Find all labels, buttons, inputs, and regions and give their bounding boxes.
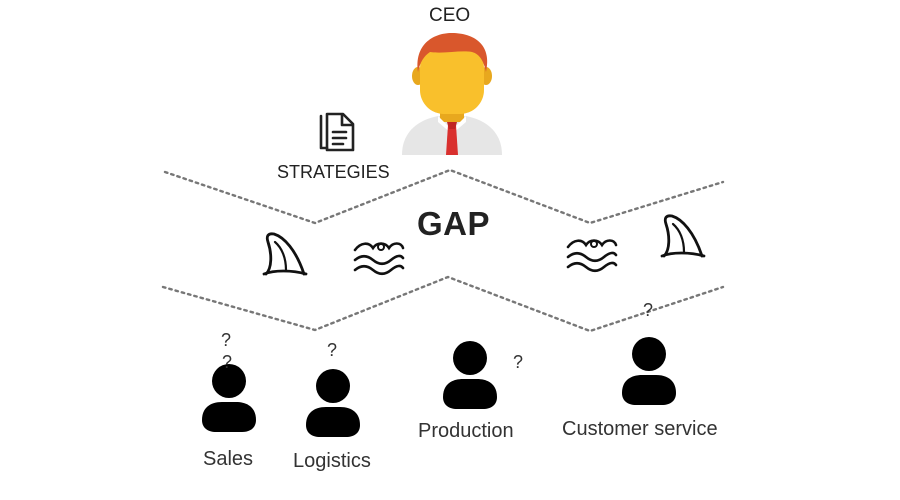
strategies-label: STRATEGIES — [277, 162, 390, 182]
person-silhouette-icon — [306, 369, 360, 437]
department-label-sales: Sales — [203, 448, 254, 470]
ceo-label: CEO — [429, 5, 471, 26]
waves-icon — [353, 242, 405, 276]
department-label-production: Production — [418, 420, 514, 442]
department-label-customer-service: Customer service — [562, 418, 718, 440]
waves-icon — [566, 239, 618, 273]
shark-fin-icon — [660, 214, 706, 258]
question-mark: ? — [513, 352, 524, 372]
question-mark: ? — [221, 330, 232, 350]
person-silhouette-icon — [202, 364, 256, 432]
person-silhouette-icon — [443, 341, 497, 409]
gap-label: GAP — [417, 205, 491, 242]
department-label-logistics: Logistics — [293, 450, 371, 472]
person-silhouette-icon — [622, 337, 676, 405]
question-mark: ? — [222, 352, 233, 372]
upper-dotted-boundary — [163, 168, 725, 225]
shark-fin-icon — [262, 232, 308, 276]
question-mark: ? — [643, 300, 654, 320]
question-mark: ? — [327, 340, 338, 360]
lower-dotted-boundary — [161, 275, 725, 333]
document-icon — [319, 112, 355, 152]
businessman-avatar-icon — [402, 32, 502, 155]
